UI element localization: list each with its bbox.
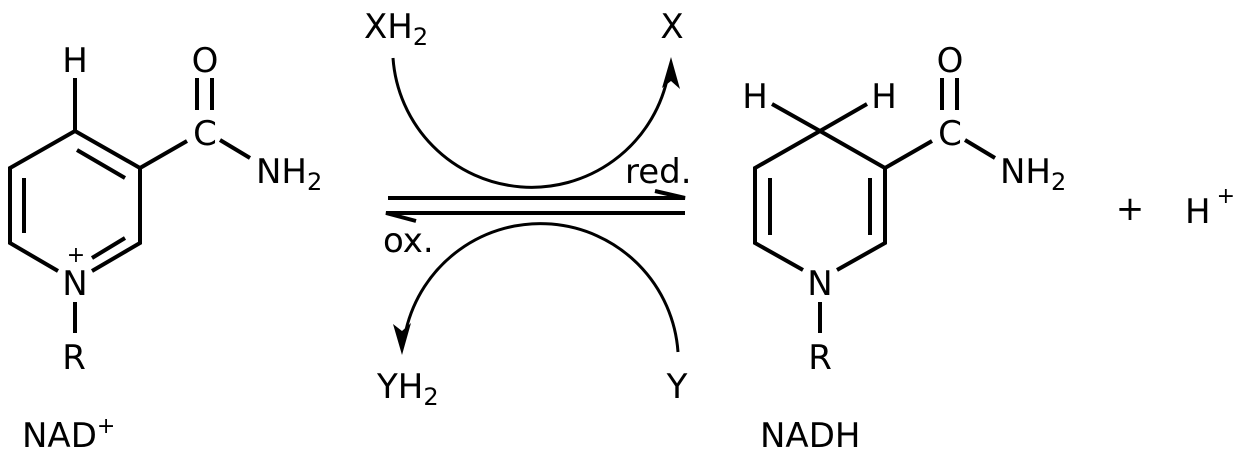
redox-arrows: red. ox. XH2 X YH2 Y — [364, 7, 692, 411]
nad-ring-double-bonds — [22, 148, 127, 260]
nadh-ring-bonds — [753, 129, 887, 272]
top-curved-arrow — [391, 57, 669, 189]
bottom-arrowhead-icon — [393, 323, 411, 355]
nad-r-label: R — [62, 338, 86, 378]
nadh-nh2-label: NH2 — [1000, 152, 1066, 196]
nadh-h-right-label: H — [871, 77, 897, 117]
red-label: red. — [625, 152, 692, 192]
yh2-label: YH2 — [376, 367, 439, 411]
nad-name-label: NAD+ — [22, 414, 115, 456]
nadh-ring-double-bonds — [768, 178, 872, 235]
nad-plus-structure: H O C NH2 N + R NAD+ — [8, 41, 322, 456]
forward-arrow — [388, 189, 686, 200]
plus-sign: + — [1116, 189, 1145, 229]
nad-nh2-label: NH2 — [256, 152, 322, 196]
nadh-n-label: N — [807, 264, 832, 304]
x-label: X — [660, 7, 683, 47]
y-label: Y — [666, 367, 688, 407]
nad-ring-bonds — [8, 129, 142, 273]
ox-label: ox. — [383, 221, 434, 261]
bottom-curved-arrow — [404, 222, 680, 353]
proton-product: + H+ — [1116, 184, 1235, 232]
nad-n-label: N — [62, 264, 87, 304]
xh2-label: XH2 — [364, 7, 428, 51]
nadh-h-bonds — [771, 102, 868, 133]
nad-c-label: C — [193, 114, 217, 154]
nad-o-label: O — [192, 41, 219, 81]
nad-n-charge: + — [67, 243, 85, 268]
proton-label: H+ — [1185, 184, 1235, 232]
top-arrowhead-icon — [662, 57, 680, 89]
nadh-o-label: O — [937, 41, 964, 81]
nadh-r-label: R — [808, 338, 832, 378]
nad-amide-bonds — [73, 78, 252, 333]
nad-h-label: H — [62, 41, 88, 81]
nadh-structure: H H O C NH2 N R NADH — [742, 41, 1066, 456]
nadh-c-label: C — [938, 114, 962, 154]
reverse-arrow — [385, 211, 685, 223]
nadh-name-label: NADH — [760, 416, 860, 456]
nadh-amide-bonds — [818, 78, 997, 333]
nadh-h-left-label: H — [742, 77, 768, 117]
